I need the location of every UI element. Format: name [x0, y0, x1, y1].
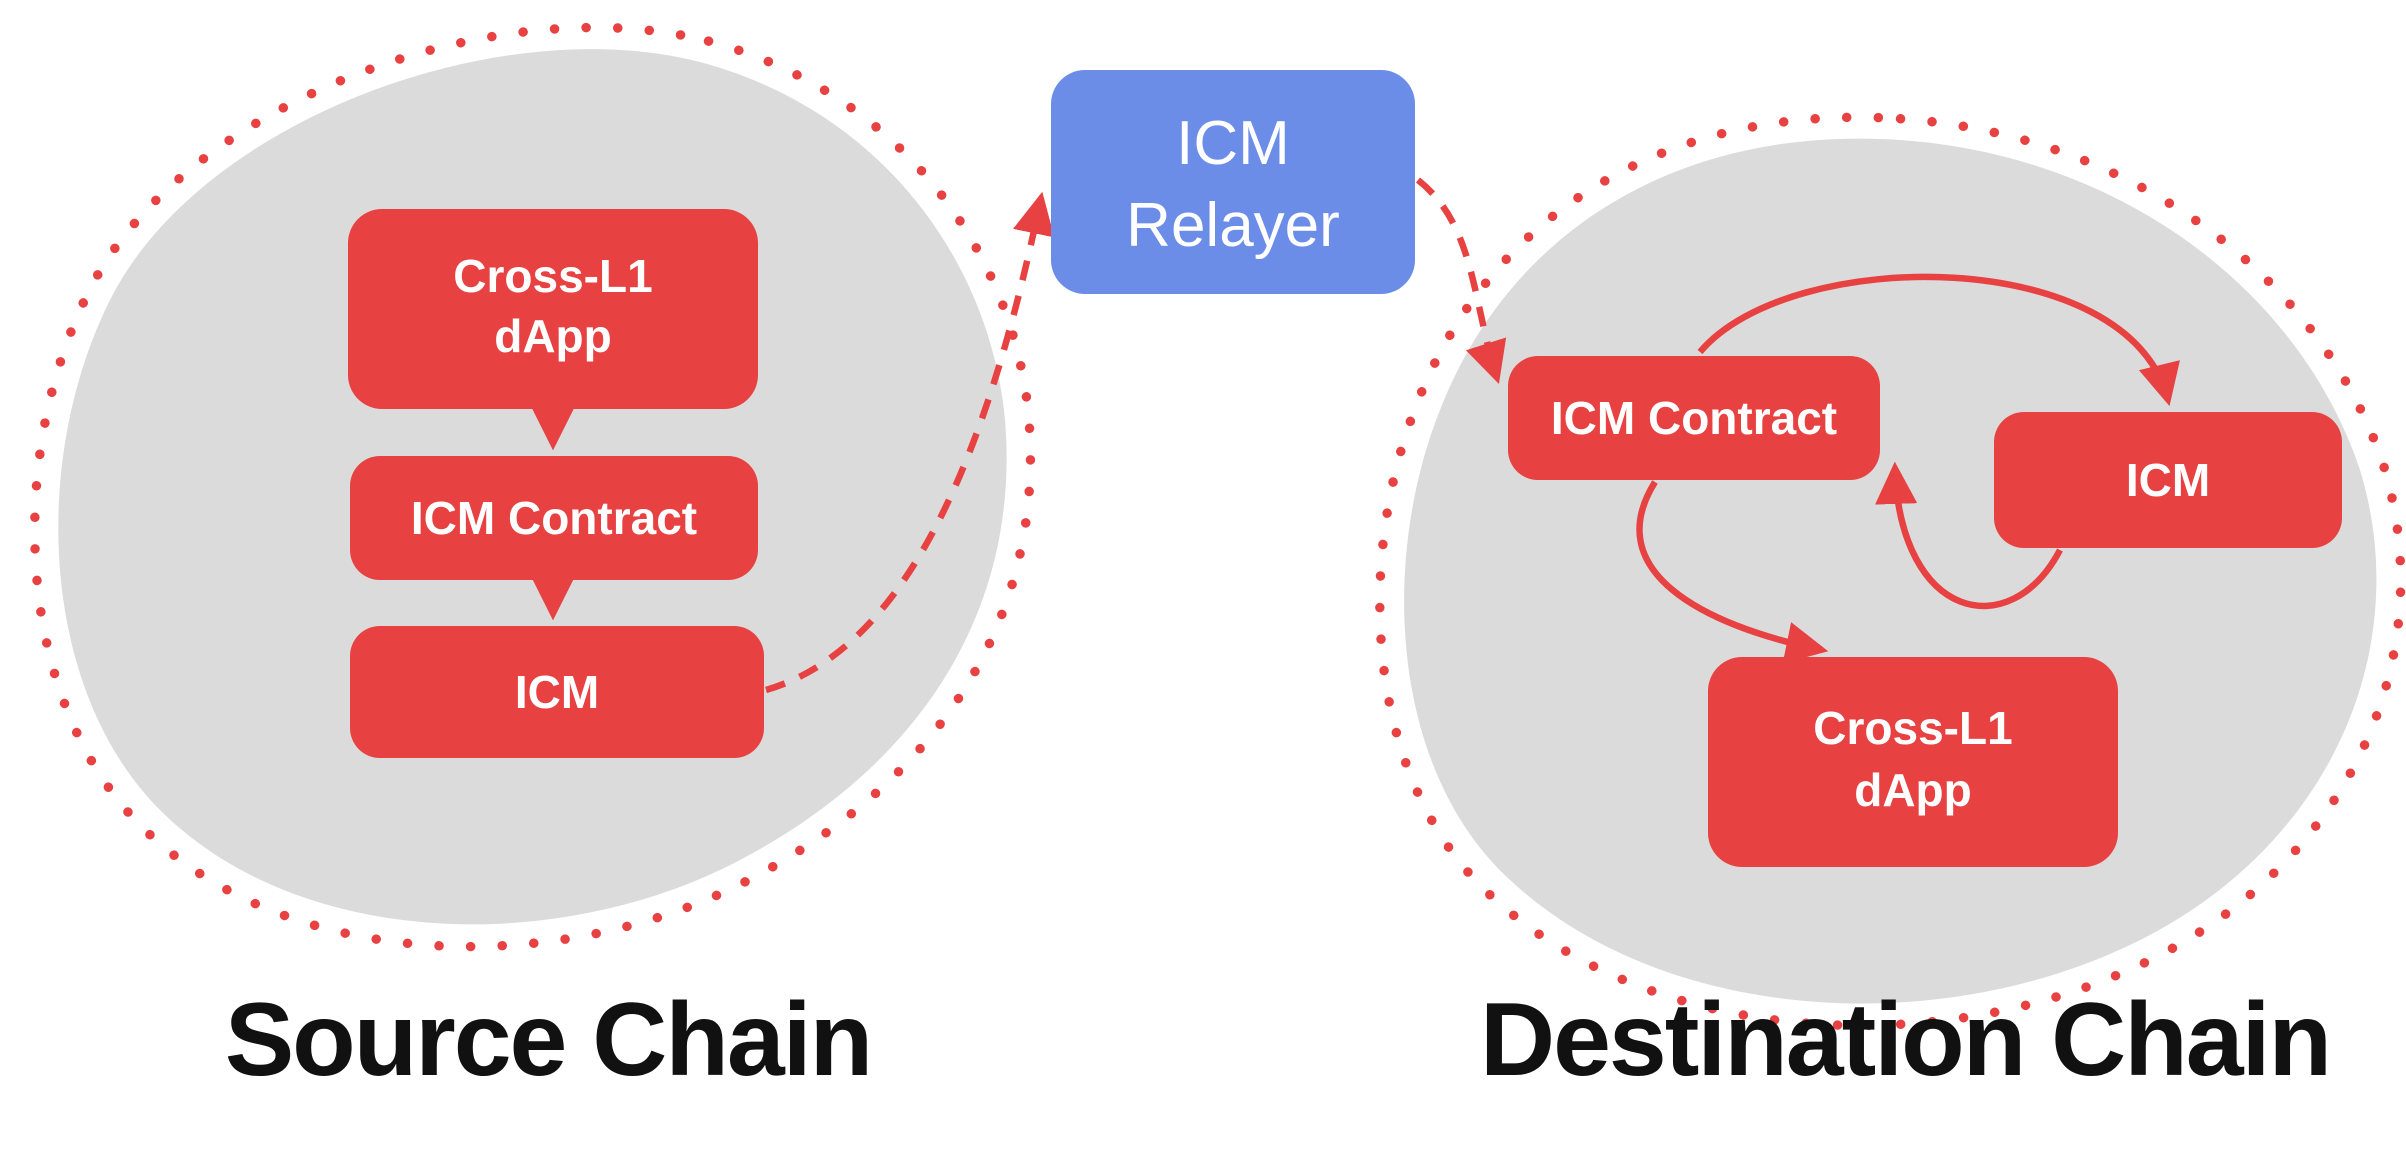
- icm-relayer-label-line1: ICM: [1176, 109, 1290, 178]
- source-icm-contract-box: [350, 456, 758, 580]
- source-icm-contract-label: ICM Contract: [411, 492, 697, 544]
- source-dapp-label-line1: Cross-L1: [453, 250, 652, 302]
- relayer-group: ICM Relayer: [765, 70, 1507, 694]
- destination-dapp-box: [1708, 657, 2118, 867]
- arrow-dest-icm-contract-to-dapp: [1636, 480, 1829, 664]
- arrow-dest-icm-contract-to-icm: [1697, 273, 2180, 407]
- arrow-dest-icm-to-icm-contract: [1875, 461, 2063, 610]
- source-dapp-label-line2: dApp: [494, 310, 612, 362]
- source-dapp-box: [348, 209, 758, 409]
- destination-icm-contract-label: ICM Contract: [1551, 392, 1837, 444]
- source-icm-box: [350, 626, 764, 758]
- source-chain-group: Cross-L1 dApp ICM Contract ICM Source Ch…: [30, 22, 1036, 1098]
- arrow-relayer-to-destination-icm-contract: [1415, 177, 1507, 385]
- icm-relayer-box: [1051, 70, 1415, 294]
- destination-chain-title: Destination Chain: [1480, 982, 2330, 1098]
- destination-chain-blob: [1404, 138, 2377, 1004]
- source-chain-title: Source Chain: [225, 982, 871, 1098]
- destination-icm-box: [1994, 412, 2342, 548]
- destination-dapp-label-line2: dApp: [1854, 764, 1972, 816]
- destination-icm-label: ICM: [2126, 454, 2210, 506]
- destination-icm-contract-box: [1508, 356, 1880, 480]
- arrow-source-icm-to-relayer: [765, 191, 1055, 694]
- destination-chain-group: ICM Contract ICM Cross-L1 dApp Destinati…: [1375, 112, 2406, 1098]
- icm-relayer-label-line2: Relayer: [1126, 191, 1340, 260]
- source-icm-label: ICM: [515, 666, 599, 718]
- destination-dapp-label-line1: Cross-L1: [1813, 702, 2012, 754]
